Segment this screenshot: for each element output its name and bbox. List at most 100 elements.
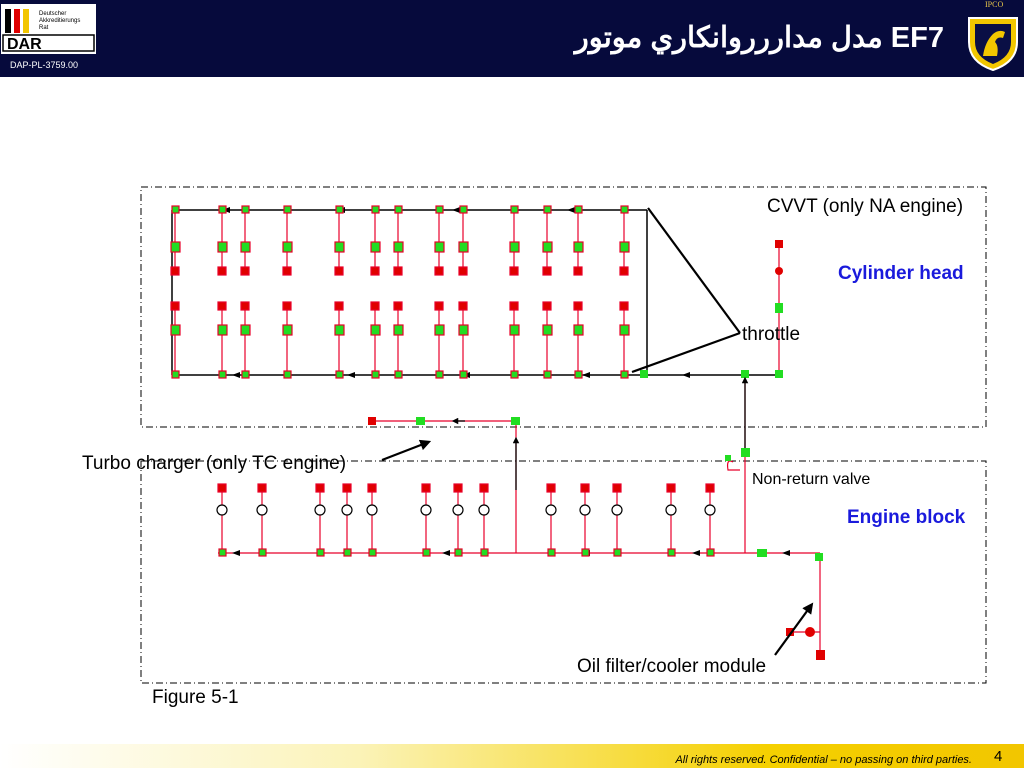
dar-logo: Deutscher Akkreditierungs Rat DAR [1,4,96,54]
svg-text:Akkreditierungs: Akkreditierungs [39,18,80,24]
cam-jet-top-node [458,266,468,276]
turbo-pointer-line [381,439,432,462]
cvvt-valve-node [775,240,783,248]
piston-jet-node [421,483,431,493]
piston-jet-node [257,483,267,493]
confidentiality-notice: All rights reserved. Confidential – no p… [675,754,972,766]
cam-bearing-bottom-node [240,324,251,336]
cam-bearing-bottom-node [509,324,520,336]
cam-bearing-top-node [170,241,181,253]
cam-bearing-top-node [619,241,630,253]
lubrication-circuit-diagram [140,186,987,684]
cam-jet-top-node [170,266,180,276]
gallery-tee-top-node [371,205,380,214]
cam-jet-bottom-node [619,301,629,311]
main-bearing-node [420,504,432,516]
gallery-tee-bottom-node [241,370,250,379]
gallery-tee-top-node [459,205,468,214]
cvvt-solenoid-node [775,267,783,275]
cam-jet-bottom-node [370,301,380,311]
cam-bearing-bottom-node [282,324,293,336]
block-gallery-tee-node [343,548,352,557]
non-return-valve-label: Non-return valve [752,471,871,488]
cam-jet-top-node [334,266,344,276]
cam-bearing-bottom-node [334,324,345,336]
gallery-tee-top-node [620,205,629,214]
block-gallery-tee-node [667,548,676,557]
gallery-tee-top-node [394,205,403,214]
cam-jet-top-node [619,266,629,276]
main-bearing-node [611,504,623,516]
piston-jet-node [479,483,489,493]
main-bearing-node [704,504,716,516]
block-gallery-tee-node [613,548,622,557]
cvvt-tee-node [775,370,783,378]
throttle-label: throttle [742,324,801,345]
piston-jet-node [342,483,352,493]
oil-filter-cooler-label: Oil filter/cooler module [577,656,767,677]
engine-block-label: Engine block [847,507,966,528]
cam-bearing-bottom-node [619,324,630,336]
cam-bearing-bottom-node [170,324,181,336]
block-gallery-tee-node [368,548,377,557]
cam-jet-bottom-node [393,301,403,311]
cam-bearing-top-node [217,241,228,253]
cam-bearing-bottom-node [573,324,584,336]
piston-jet-node [705,483,715,493]
main-bearing-node [256,504,268,516]
header-bar: Deutscher Akkreditierungs Rat DAR DAP-PL… [0,0,1024,77]
gallery-tee-top-node [171,205,180,214]
main-bearing-node [341,504,353,516]
block-gallery-tee-node [316,548,325,557]
oil-filter-cooler-module [757,549,825,660]
piston-jet-node [367,483,377,493]
page-title: مدل مداررروانکاري موتور EF7 [574,22,944,54]
cam-jet-bottom-node [240,301,250,311]
cam-bearing-top-node [434,241,445,253]
main-bearing-node [452,504,464,516]
page-number: 4 [994,748,1003,765]
main-bearing-node [545,504,557,516]
block-gallery-tee-node [258,548,267,557]
document-code: DAP-PL-3759.00 [10,60,79,70]
gallery-tee-top-node [241,205,250,214]
figure-caption: Figure 5-1 [152,687,239,708]
cam-bearing-top-node [509,241,520,253]
gallery-tee-top-node [218,205,227,214]
block-gallery-tee-node [454,548,463,557]
gallery-tee-top-node [283,205,292,214]
cvvt-label: CVVT (only NA engine) [767,196,964,217]
cylinder-head-gallery-arrows [222,207,690,378]
piston-jet-node [580,483,590,493]
gallery-tee-bottom-node [394,370,403,379]
block-gallery-tee-node [706,548,715,557]
ipco-horse-shield-icon [968,17,1018,72]
engine-block-region [140,460,987,684]
throttle-tee-node [640,370,648,378]
gallery-tee-bottom-node [435,370,444,379]
cam-bearing-bottom-node [370,324,381,336]
cam-jet-bottom-node [434,301,444,311]
cam-bearing-top-node [370,241,381,253]
cam-bearing-top-node [393,241,404,253]
block-gallery-tee-node [581,548,590,557]
main-bearing-node [579,504,591,516]
camshaft-feed-branches-top [170,205,630,276]
block-gallery-tee-node [480,548,489,557]
cam-jet-top-node [282,266,292,276]
main-bearing-node [478,504,490,516]
cam-jet-top-node [217,266,227,276]
cylinder-head-galleries [171,209,780,376]
gallery-tee-top-node [574,205,583,214]
main-bearing-node [216,504,228,516]
cam-bearing-bottom-node [434,324,445,336]
cam-bearing-bottom-node [458,324,469,336]
cam-jet-bottom-node [334,301,344,311]
piston-jet-node [217,483,227,493]
gallery-tee-bottom-node [574,370,583,379]
cam-bearing-top-node [573,241,584,253]
cam-jet-bottom-node [282,301,292,311]
cam-jet-top-node [542,266,552,276]
dar-logo-graphic: Deutscher Akkreditierungs Rat DAR [2,9,95,53]
piston-jet-node [612,483,622,493]
